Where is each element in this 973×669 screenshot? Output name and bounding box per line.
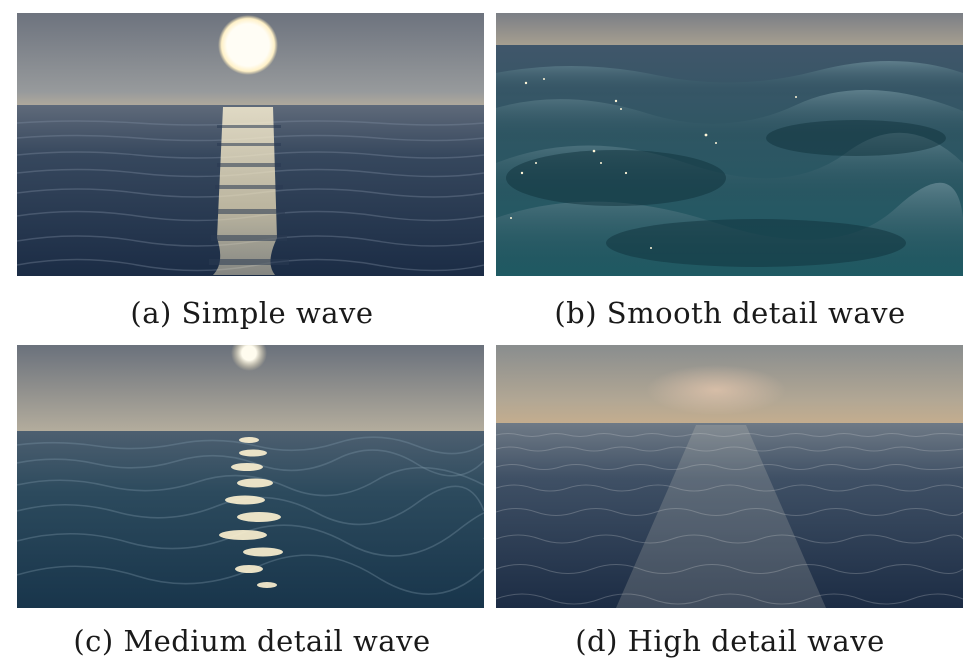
caption-a: (a) Simple wave (130, 296, 374, 330)
medium-detail-wave-image (17, 345, 484, 608)
simple-wave-image (17, 13, 484, 276)
smooth-detail-wave-image (496, 13, 963, 276)
high-detail-wave-image (496, 345, 963, 608)
caption-d: (d) High detail wave (575, 624, 885, 658)
caption-c: (c) Medium detail wave (73, 624, 431, 658)
caption-b: (b) Smooth detail wave (554, 296, 906, 330)
